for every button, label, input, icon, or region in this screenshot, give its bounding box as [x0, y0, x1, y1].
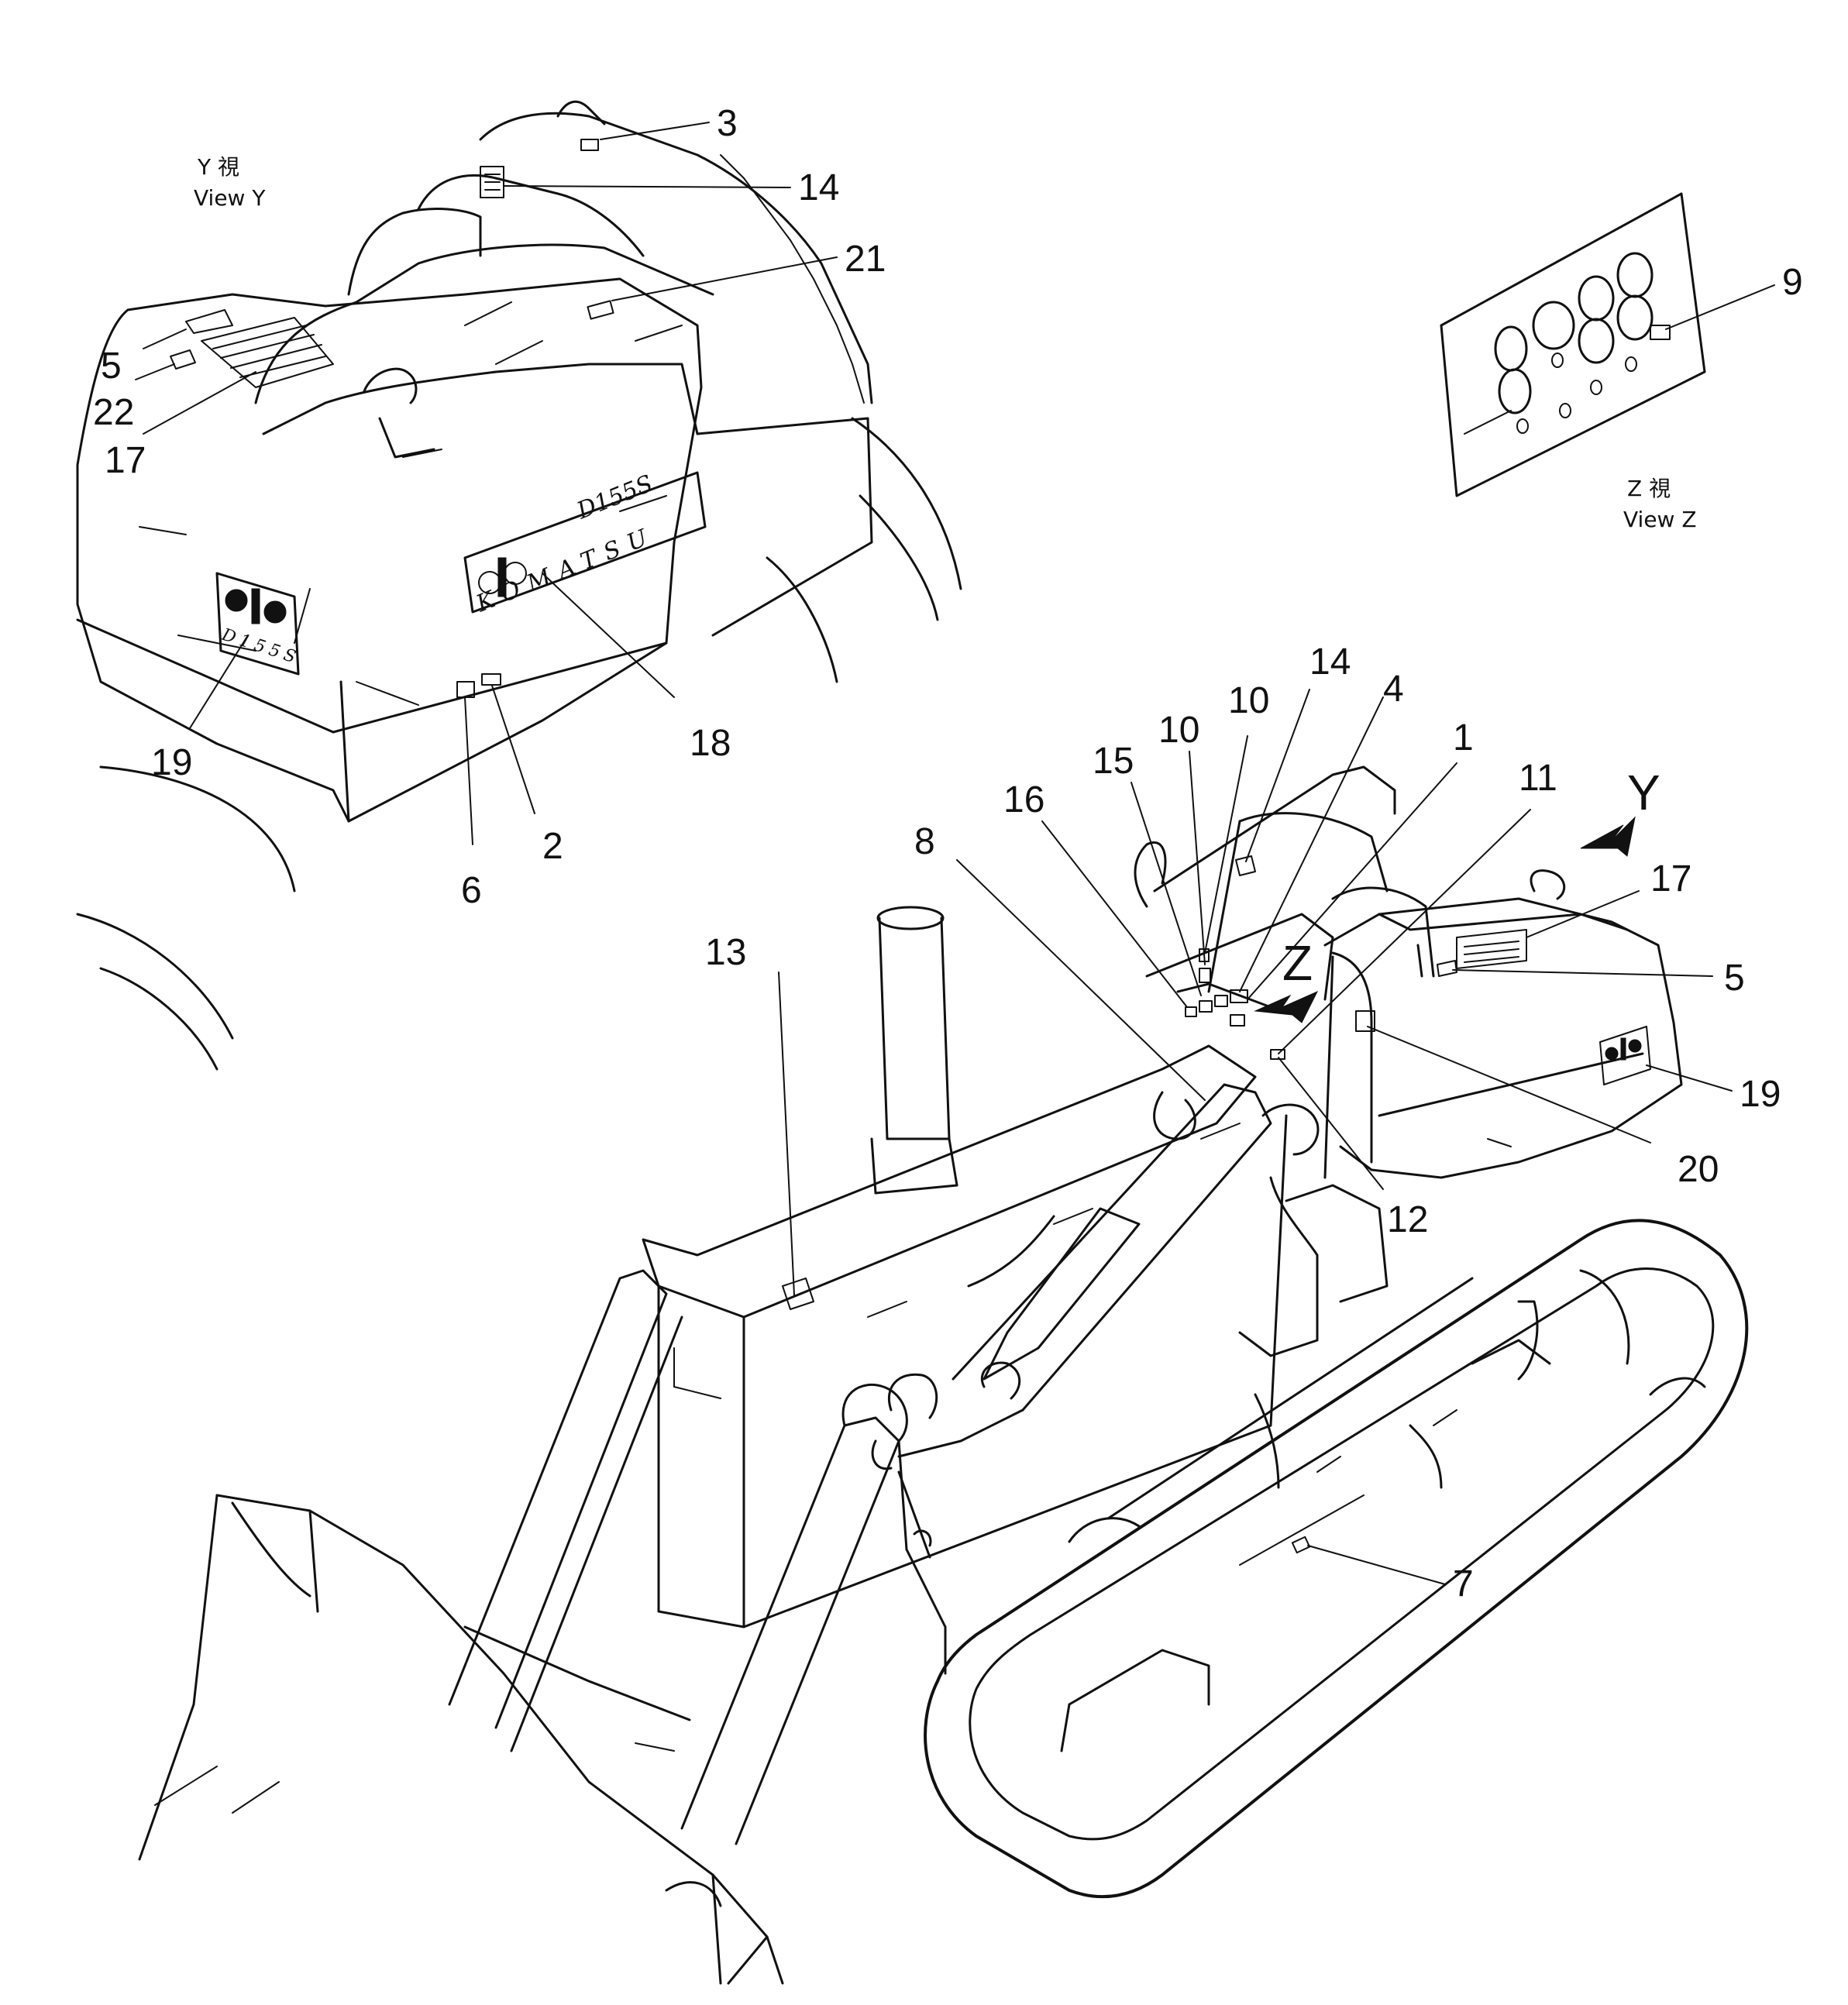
view-z-arrow-letter: Z [1282, 935, 1313, 991]
callout-14-view-y: 14 [798, 167, 839, 208]
view-z-label-en: View Z [1623, 507, 1697, 532]
callout-9: 9 [1782, 262, 1803, 303]
leader-9 [1665, 284, 1775, 330]
callout-16: 16 [1003, 779, 1044, 820]
callout-17-view-y: 17 [105, 440, 146, 481]
callout-5-main: 5 [1724, 958, 1745, 999]
callout-3: 3 [717, 103, 738, 144]
callout-21: 21 [845, 239, 886, 280]
callout-19-view-y: 19 [151, 742, 192, 783]
callout-6: 6 [461, 870, 482, 911]
view-z-drawing [1440, 192, 1706, 497]
view-y-label-jp: Y 視 [197, 154, 239, 180]
hood-badge-model: D155S [573, 470, 656, 525]
callout-5-view-y: 5 [101, 346, 122, 387]
callout-11: 11 [1519, 758, 1557, 799]
callout-7: 7 [1453, 1563, 1474, 1604]
callout-13: 13 [705, 932, 746, 973]
view-y-arrow-letter: Y [1627, 765, 1660, 820]
callout-10-left: 10 [1158, 710, 1199, 751]
callout-10-right: 10 [1228, 680, 1269, 721]
callout-22: 22 [93, 392, 134, 433]
view-y-leaders [135, 122, 838, 845]
callout-12: 12 [1387, 1199, 1428, 1240]
callout-17-main: 17 [1650, 858, 1691, 899]
main-dozer-drawing [138, 765, 1749, 1985]
view-y-drawing [76, 100, 962, 1071]
callout-14-main: 14 [1309, 641, 1351, 683]
main-leaders [778, 689, 1733, 1585]
callout-2: 2 [542, 826, 563, 867]
callout-1: 1 [1453, 717, 1474, 758]
callout-15: 15 [1093, 741, 1134, 782]
callout-20: 20 [1678, 1149, 1719, 1190]
view-z-label-jp: Z 視 [1627, 476, 1671, 501]
callout-4: 4 [1383, 669, 1404, 710]
callout-18: 18 [690, 723, 731, 764]
view-y-label-en: View Y [194, 185, 266, 211]
callout-8: 8 [914, 821, 935, 862]
callout-19-main: 19 [1740, 1074, 1781, 1115]
